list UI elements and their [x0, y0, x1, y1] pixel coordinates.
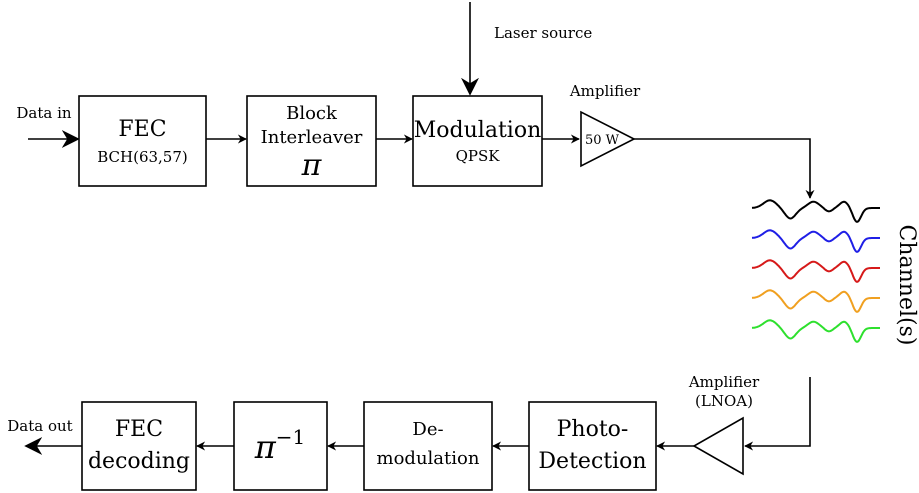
- modulation-title: Modulation: [414, 118, 541, 143]
- data-in-label: Data in: [16, 104, 72, 122]
- fec-decoder-line2: decoding: [88, 449, 190, 474]
- photodetection-line2: Detection: [538, 449, 646, 474]
- demodulation-block: De- modulation: [363, 401, 493, 491]
- rx-amplifier-label-line2: (LNOA): [695, 392, 753, 410]
- interleaver-line2: Interleaver: [261, 127, 363, 148]
- fec-decoder-line1: FEC: [115, 417, 163, 442]
- fec-encoder-code: BCH(63,57): [97, 148, 188, 166]
- demodulation-line1: De-: [412, 419, 443, 440]
- modulation-block: Modulation QPSK: [412, 95, 543, 187]
- amplifier-to-channel-arrow: [634, 138, 815, 199]
- demodulation-line2: modulation: [377, 448, 480, 469]
- deinterleaver-block: π−1: [233, 401, 328, 491]
- data-out-label: Data out: [7, 417, 72, 435]
- channel-waveform-4: [751, 289, 880, 313]
- fec-encoder-block: FEC BCH(63,57): [78, 95, 207, 187]
- block-interleaver-block: Block Interleaver π: [246, 95, 377, 187]
- fec-decoder-block: FEC decoding: [81, 401, 197, 491]
- rx-amplifier-label-line1: Amplifier: [688, 373, 760, 391]
- rx-amplifier: [692, 416, 744, 476]
- channel-label: Channel(s): [894, 225, 919, 346]
- interleaver-pi-symbol: π: [301, 148, 323, 183]
- channel-to-rx-amplifier-arrow: [744, 377, 811, 451]
- photodetection-block: Photo- Detection: [528, 401, 657, 491]
- modulation-scheme: QPSK: [456, 147, 501, 165]
- laser-source-label: Laser source: [494, 24, 592, 42]
- channel-waveform-5: [751, 319, 880, 343]
- tx-amplifier: 50 W: [580, 110, 636, 168]
- fec-encoder-title: FEC: [118, 117, 166, 142]
- channel-waveforms: [751, 199, 880, 343]
- tx-amplifier-power: 50 W: [585, 133, 620, 148]
- channel-waveform-2: [751, 229, 880, 253]
- deinterleaver-symbol: π−1: [254, 425, 306, 466]
- tx-amplifier-label: Amplifier: [569, 82, 641, 100]
- channel-waveform-3: [751, 259, 880, 283]
- photodetection-line1: Photo-: [557, 417, 629, 442]
- channel-waveform-1: [751, 199, 880, 223]
- interleaver-line1: Block: [286, 103, 338, 124]
